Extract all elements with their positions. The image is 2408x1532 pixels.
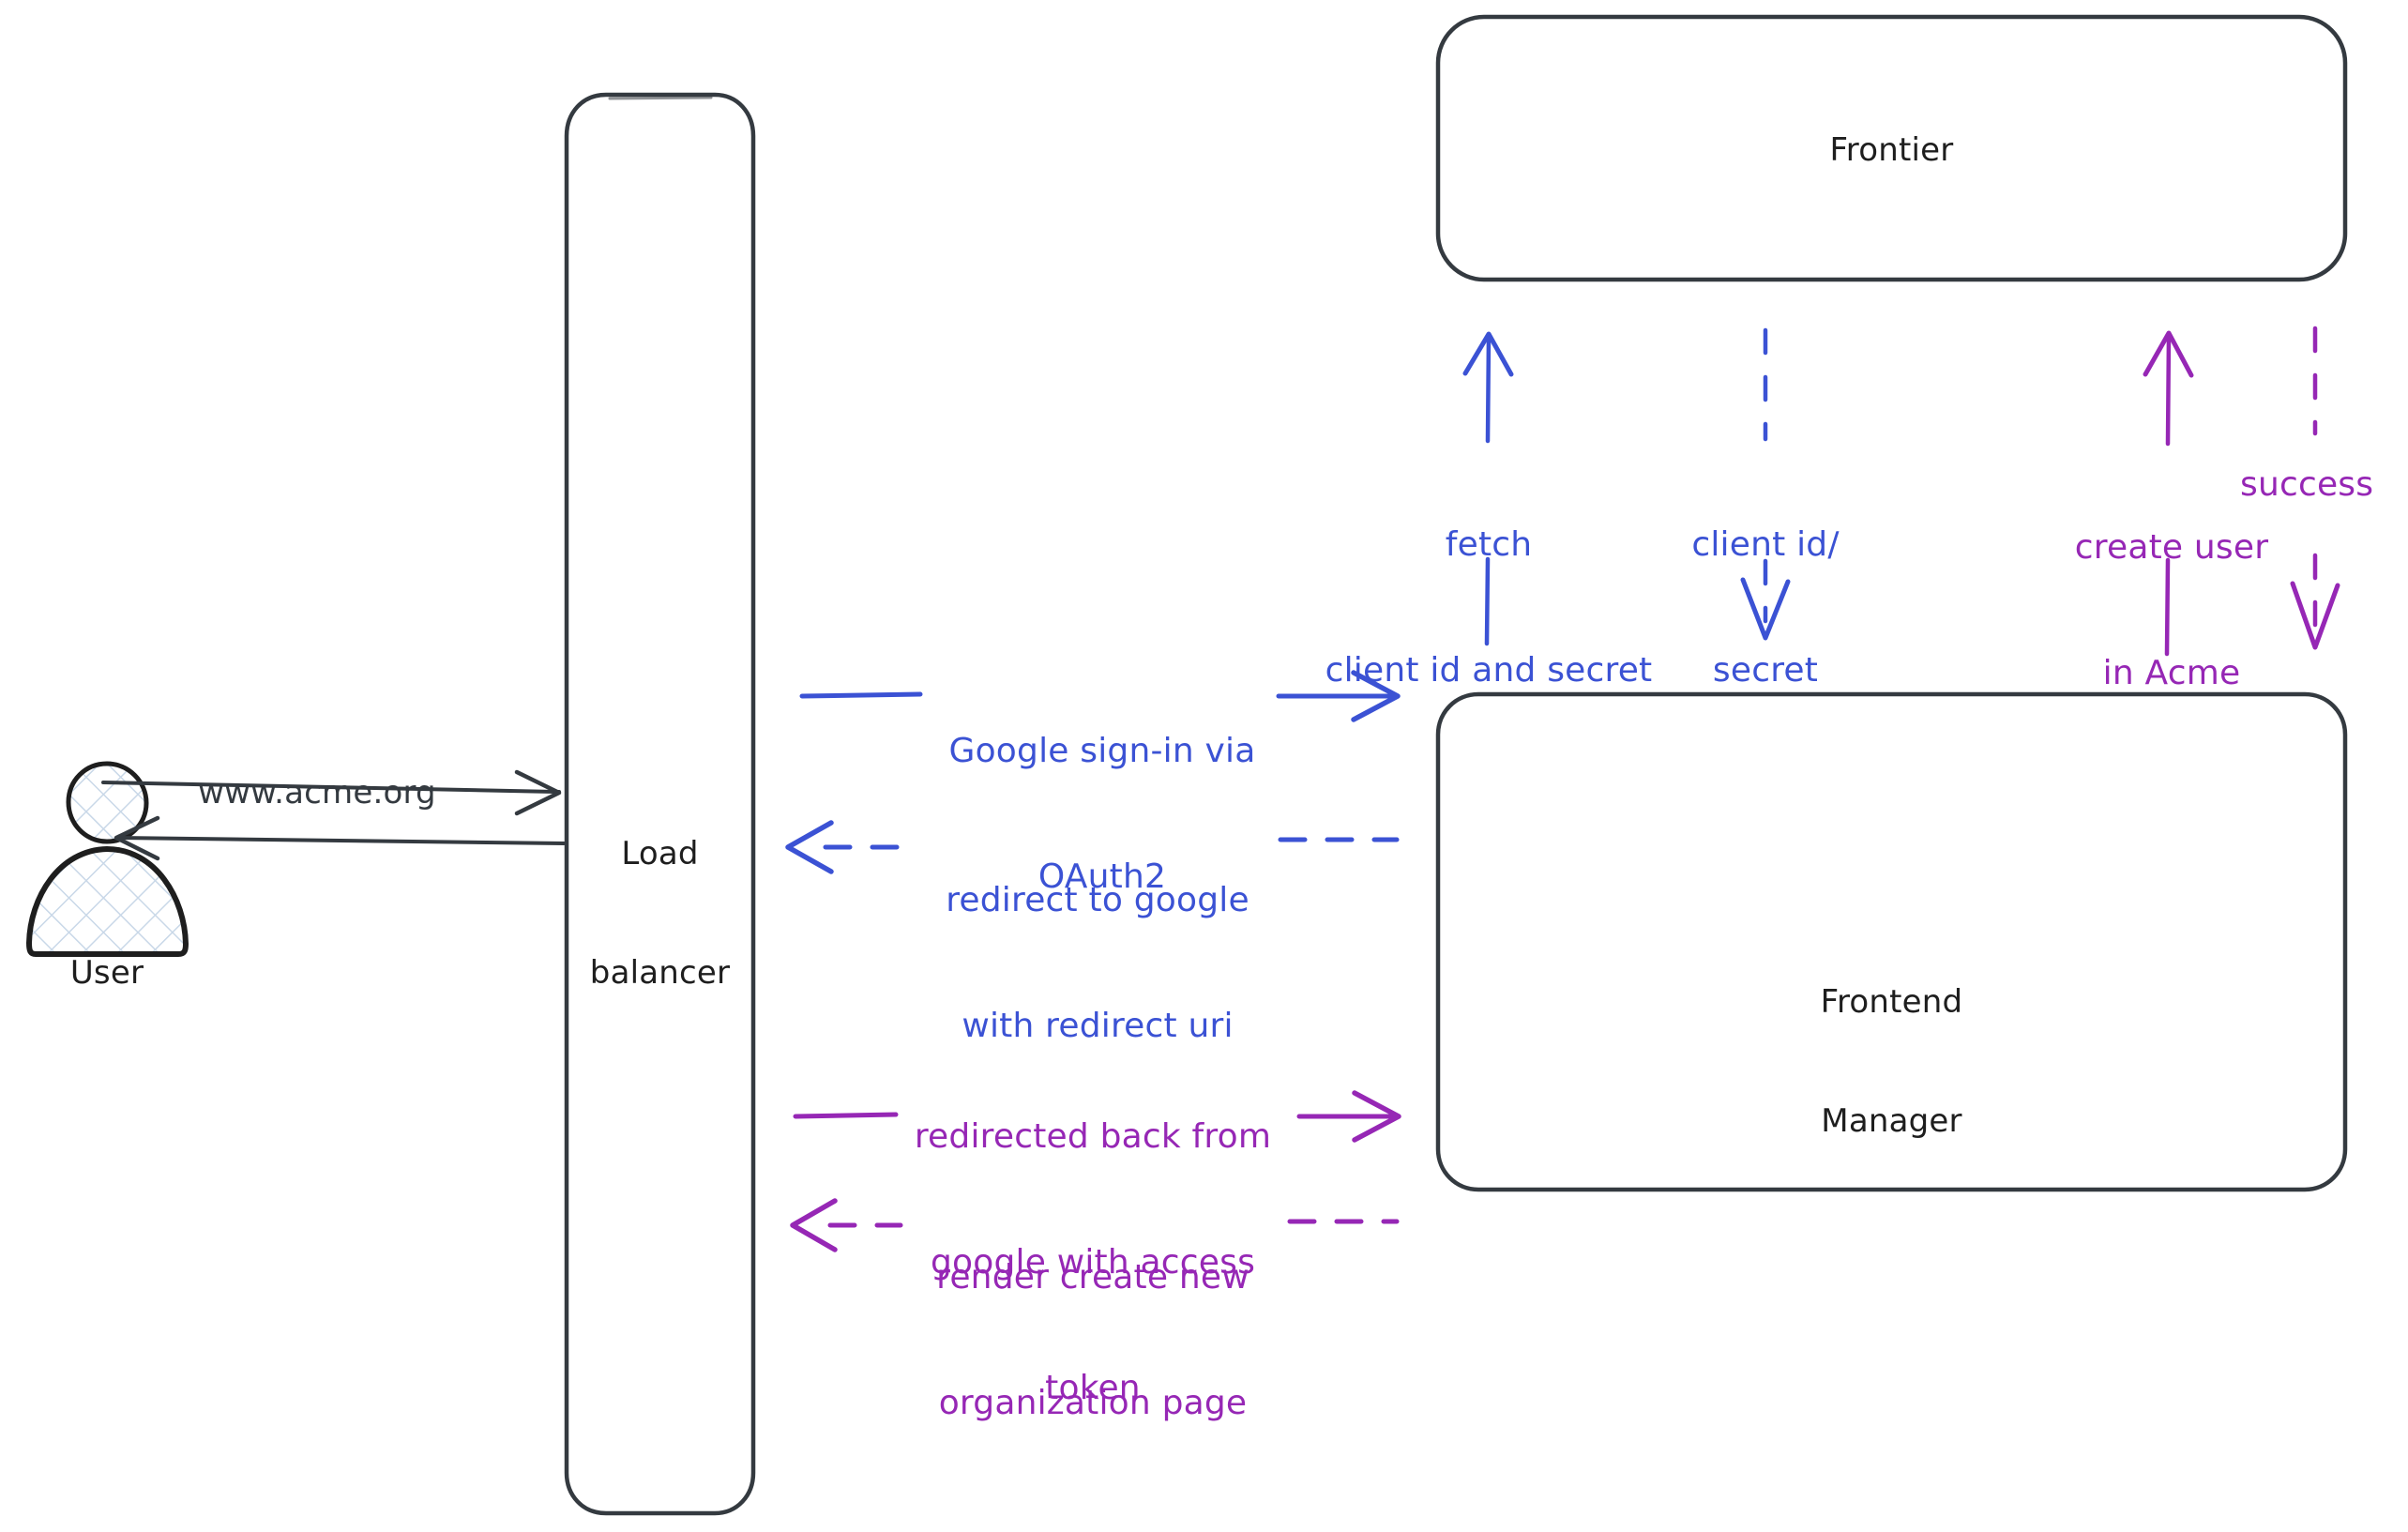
edge-label-google-signin-line1: Google sign-in via [948, 732, 1256, 771]
edge-label-client-id-secret-line2: secret [1712, 651, 1819, 690]
edge-label-redirect-to-google-line2: with redirect uri [962, 1007, 1234, 1046]
load-balancer-label-line1: Load [621, 835, 699, 873]
edge-label-render-create-org-line2: organization page [938, 1384, 1248, 1423]
edge-label-google-signin-line2: OAuth2 [1037, 857, 1167, 897]
frontend-manager-node[interactable] [1438, 694, 2345, 1190]
edge-label-client-id-secret-line1: client id/ [1691, 525, 1840, 565]
edge-label-redirect-to-google: redirect to google with redirect uri [901, 796, 1295, 1131]
edge-label-create-user-in-acme-line1: create user [2074, 528, 2269, 568]
edge-label-create-user-in-acme-line2: in Acme [2102, 654, 2241, 693]
user-label: User [69, 954, 144, 992]
user-node[interactable] [6, 755, 208, 990]
edge-label-fetch-client-id-line1: fetch [1445, 525, 1533, 565]
edge-label-success: success [2240, 465, 2374, 504]
edge-label-redirected-back: redirected back from google with access … [882, 1033, 1304, 1494]
frontend-manager-label-line1: Frontend [1820, 983, 1963, 1022]
frontier-label: Frontier [1829, 131, 1954, 169]
edge-label-redirected-back-line3: token [1045, 1369, 1141, 1407]
edge-label-redirected-back-line2: google with access [930, 1243, 1256, 1282]
load-balancer-label: Load balancer [567, 755, 753, 1071]
edge-label-redirected-back-line1: redirected back from [914, 1117, 1272, 1157]
edge-label-client-id-secret: client id/ secret [1672, 441, 1859, 776]
frontend-manager-label-line2: Manager [1821, 1101, 1962, 1140]
load-balancer-node[interactable] [567, 95, 753, 1513]
edge-label-fetch-client-id-line2: client id and secret [1325, 651, 1653, 690]
edge-label-redirect-to-google-line1: redirect to google [946, 881, 1249, 920]
edge-label-fetch-client-id: fetch client id and secret [1295, 441, 1682, 776]
edge-label-www-acme-org: www.acme.org [198, 774, 436, 812]
load-balancer-label-line2: balancer [589, 953, 731, 992]
edge-label-render-create-org: render create new organization page [891, 1174, 1295, 1509]
edge-label-create-user-in-acme: create user in Acme [2036, 444, 2308, 779]
edge-label-google-signin: Google sign-in via OAuth2 [901, 647, 1304, 982]
frontend-manager-label: Frontend Manager [1438, 903, 2345, 1220]
frontier-node[interactable] [1438, 17, 2345, 280]
edge-label-render-create-org-line1: render create new [936, 1258, 1249, 1297]
